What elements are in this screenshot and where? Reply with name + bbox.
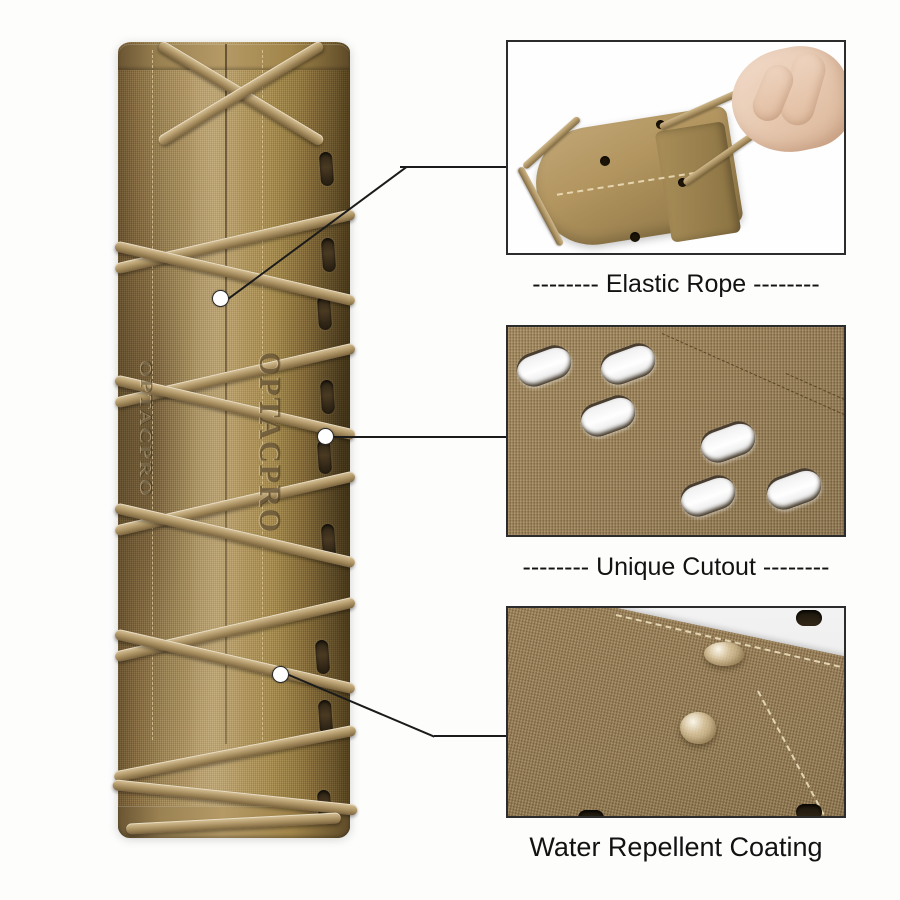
grommet-hole <box>600 156 610 166</box>
grommet-hole <box>630 232 640 242</box>
water-droplet <box>680 712 716 744</box>
cutout-hole <box>314 639 331 675</box>
caption-water-repellent: Water Repellent Coating <box>529 832 823 862</box>
fabric-highlight <box>118 42 350 837</box>
caption-elastic-rope: -------- Elastic Rope -------- <box>532 270 820 298</box>
cutout-hole <box>319 379 336 415</box>
cutout-hole <box>796 804 822 816</box>
callout-leader-2-horizontal <box>334 436 506 438</box>
center-seam <box>225 44 227 744</box>
main-product-photo: OPTACPRO OPTACPRO <box>112 39 358 838</box>
callout-leader-1-horizontal <box>400 166 506 168</box>
callout-dot-elastic-rope[interactable] <box>212 290 229 307</box>
cutout-hole <box>318 151 335 187</box>
detail-photo-water-repellent[interactable] <box>506 606 846 818</box>
cutout-hole <box>578 810 604 816</box>
brand-text-front: OPTACPRO <box>253 352 286 535</box>
callout-dot-unique-cutout[interactable] <box>317 428 334 445</box>
cutout-hole <box>796 610 822 626</box>
detail-photo-elastic-rope[interactable] <box>506 40 846 255</box>
caption-unique-cutout: -------- Unique Cutout -------- <box>522 553 830 581</box>
stitch-line-right <box>262 50 263 740</box>
brand-text-side: OPTACPRO <box>137 360 156 498</box>
callout-leader-3-horizontal <box>434 735 506 737</box>
detail-photo-unique-cutout[interactable] <box>506 325 846 537</box>
water-droplet <box>704 642 744 666</box>
callout-dot-water-repellent[interactable] <box>272 666 289 683</box>
cutout-hole <box>320 237 337 273</box>
fabric-weave-texture <box>118 42 350 837</box>
suppressor-cover-body <box>118 42 350 837</box>
